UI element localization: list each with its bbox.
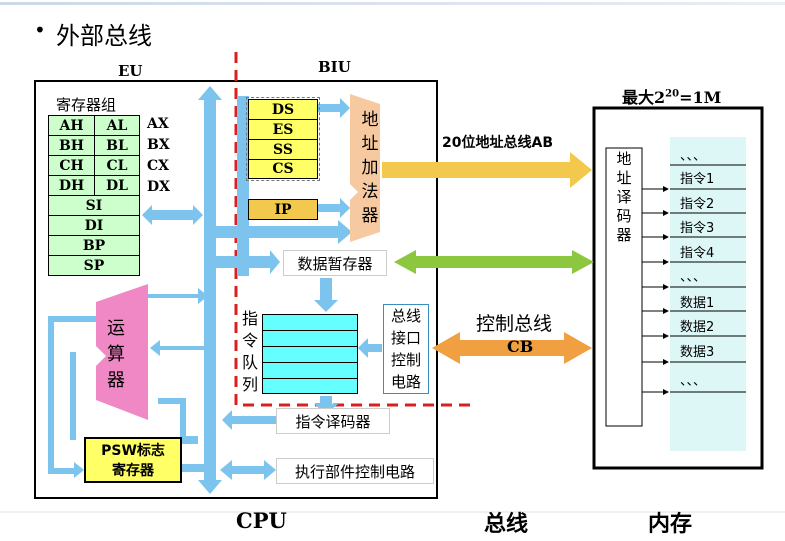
memory-address-decoder	[605, 147, 643, 427]
segment-cs: CS	[248, 159, 318, 179]
footer-bus: 总线	[484, 512, 529, 537]
bus-to-adder	[216, 220, 352, 244]
register-dl: DL	[94, 175, 140, 196]
slide-title: 外部总线	[56, 22, 152, 50]
memory-cell-9: 、、、	[680, 374, 707, 389]
address-bus-label: 20位地址总线AB	[442, 135, 553, 151]
ip-register: IP	[248, 199, 318, 220]
memory-frame	[592, 106, 764, 470]
footer-memory: 内存	[648, 512, 693, 537]
memory-decoder-label: 地址译码器	[616, 150, 632, 244]
bus-interface-control: 总线接口控制电路	[383, 304, 429, 394]
control-bus-arrow	[432, 332, 592, 364]
memory-title: 最大220=1M	[622, 88, 722, 107]
register-bh: BH	[48, 135, 95, 156]
queue-label: 指令队列	[241, 309, 258, 394]
eu-label: EU	[118, 62, 143, 80]
instruction-queue	[262, 314, 358, 394]
alu-label: 运算器	[107, 318, 125, 391]
memory-cell-1: 指令1	[680, 172, 715, 187]
data-temp-register: 数据暂存器	[283, 250, 387, 276]
bullet: •	[34, 18, 46, 42]
register-dx-label: DX	[147, 179, 171, 195]
data-temp-label: 数据暂存器	[297, 254, 373, 273]
register-bl: BL	[94, 135, 140, 156]
register-ax-label: AX	[147, 116, 169, 132]
footer-cpu: CPU	[236, 508, 287, 533]
register-si: SI	[48, 195, 140, 216]
regs-bus-link	[142, 205, 203, 225]
register-bx-label: BX	[147, 137, 170, 153]
address-adder	[350, 94, 380, 242]
header-rule	[0, 2, 785, 5]
memory-cell-6: 数据1	[680, 296, 715, 311]
alu	[96, 284, 148, 420]
register-al: AL	[94, 115, 140, 136]
register-di: DI	[48, 215, 140, 236]
register-ch: CH	[48, 155, 95, 176]
adder-label: 地址加法器	[361, 110, 379, 226]
control-bus-cb: CB	[507, 337, 534, 356]
register-group: AH AL BH BL CH CL DH DL SI DI BP SP	[48, 115, 140, 276]
register-bp: BP	[48, 235, 140, 256]
psw-register: PSW标志寄存器	[84, 437, 182, 483]
memory-cell-2: 指令2	[680, 197, 715, 212]
instruction-decoder: 指令译码器	[276, 408, 390, 434]
register-dh: DH	[48, 175, 95, 196]
register-group-title: 寄存器组	[56, 96, 117, 114]
memory-cell-5: 、、、	[680, 270, 707, 285]
biu-label: BIU	[318, 58, 351, 76]
internal-bus-vertical	[198, 86, 222, 494]
memory-cell-8: 数据3	[680, 345, 715, 360]
address-bus-arrow	[382, 152, 592, 188]
control-bus-label: 控制总线	[476, 313, 553, 335]
segment-border	[246, 97, 320, 181]
segment-ds: DS	[248, 99, 318, 120]
data-bus-arrow	[394, 250, 594, 274]
register-sp: SP	[48, 255, 140, 276]
eu-biu-divider	[234, 52, 475, 407]
execution-control: 执行部件控制电路	[276, 458, 434, 484]
memory-cell-0: 、、、	[680, 149, 707, 164]
memory-cell-4: 指令4	[680, 246, 715, 261]
memory-cell-7: 数据2	[680, 320, 715, 335]
register-cl: CL	[94, 155, 140, 176]
register-cx-label: CX	[147, 158, 170, 174]
register-ah: AH	[48, 115, 95, 136]
memory-cell-3: 指令3	[680, 221, 715, 236]
